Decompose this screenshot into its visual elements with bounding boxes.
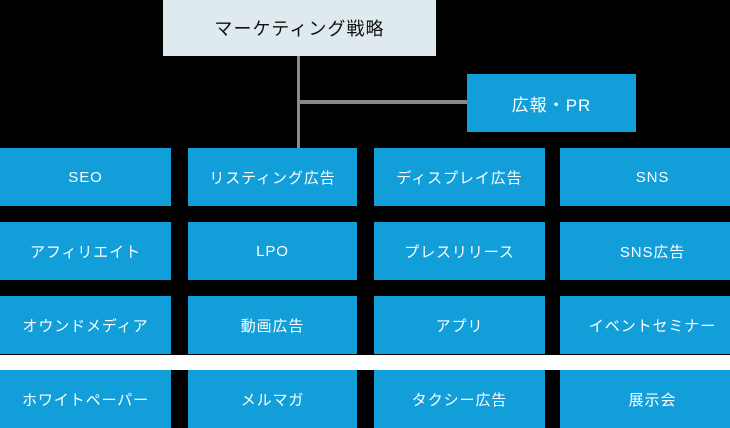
branch-node-pr: 広報・PR <box>467 74 636 132</box>
grid-cell-listing-ads: リスティング広告 <box>188 148 357 206</box>
grid-cell-video-ads: 動画広告 <box>188 296 357 354</box>
grid-cell-press-release: プレスリリース <box>374 222 545 280</box>
grid-cell-lpo: LPO <box>188 222 357 280</box>
grid-cell-display-ads: ディスプレイ広告 <box>374 148 545 206</box>
grid-cell-app: アプリ <box>374 296 545 354</box>
grid-cell-event-seminar: イベントセミナー <box>560 296 730 354</box>
grid-cell-white-paper: ホワイトペーパー <box>0 370 171 428</box>
root-node-marketing-strategy: マーケティング戦略 <box>163 0 436 56</box>
grid-cell-taxi-ads: タクシー広告 <box>374 370 545 428</box>
grid-cell-affiliate: アフィリエイト <box>0 222 171 280</box>
grid-cell-owned-media: オウンドメディア <box>0 296 171 354</box>
grid-cell-sns-ads: SNS広告 <box>560 222 730 280</box>
grid-cell-sns: SNS <box>560 148 730 206</box>
row-separator-band <box>0 355 730 370</box>
connector-horizontal-to-pr <box>297 100 467 104</box>
grid-cell-mail-magazine: メルマガ <box>188 370 357 428</box>
grid-cell-seo: SEO <box>0 148 171 206</box>
grid-cell-exhibition: 展示会 <box>560 370 730 428</box>
